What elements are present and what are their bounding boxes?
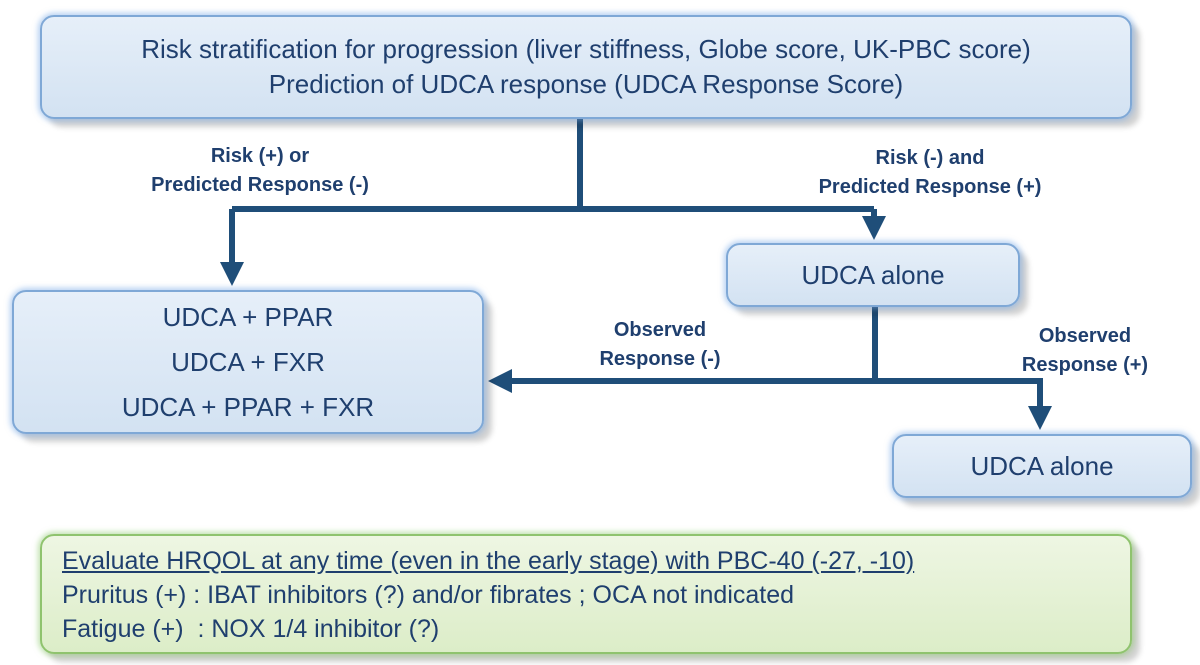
udca-alone-initial-text: UDCA alone [801, 259, 945, 290]
label-observed-positive: Observed Response (+) [985, 322, 1185, 380]
udca-alone-box-initial: UDCA alone [726, 243, 1020, 307]
hrqol-line1: Evaluate HRQOL at any time (even in the … [62, 547, 915, 575]
combination-therapy-box: UDCA + PPAR UDCA + FXR UDCA + PPAR + FXR [12, 290, 484, 434]
hrqol-line3-fatigue: Fatigue (+) : NOX 1/4 inhibitor (?) [62, 615, 440, 643]
label-observed-negative-line1: Observed [613, 319, 707, 341]
udca-alone-box-continued: UDCA alone [892, 434, 1192, 498]
label-observed-negative: Observed Response (-) [560, 316, 760, 374]
label-observed-positive-line1: Observed [1038, 325, 1132, 347]
hrqol-line2-pruritus: Pruritus (+) : IBAT inhibitors (?) and/o… [62, 581, 795, 609]
label-observed-positive-line2: Response (+) [1021, 354, 1149, 376]
combo-item-ppar-fxr: UDCA + PPAR + FXR [121, 391, 375, 422]
risk-box-line2: Prediction of UDCA response (UDCA Respon… [268, 69, 904, 99]
hrqol-evaluation-box: Evaluate HRQOL at any time (even in the … [40, 534, 1132, 654]
label-risk-negative-line2: Predicted Response (+) [818, 176, 1042, 198]
combo-item-ppar: UDCA + PPAR [162, 301, 334, 332]
combo-item-fxr: UDCA + FXR [171, 346, 325, 377]
label-risk-positive-line2: Predicted Response (-) [151, 174, 369, 196]
risk-stratification-box: Risk stratification for progression (liv… [40, 15, 1132, 119]
udca-alone-continued-text: UDCA alone [970, 450, 1114, 481]
label-risk-negative: Risk (-) and Predicted Response (+) [780, 144, 1080, 202]
label-risk-positive: Risk (+) or Predicted Response (-) [110, 142, 410, 200]
label-observed-negative-line2: Response (-) [599, 348, 721, 370]
risk-box-line1: Risk stratification for progression (liv… [141, 34, 1031, 64]
label-risk-negative-line1: Risk (-) and [875, 147, 985, 169]
label-risk-positive-line1: Risk (+) or [210, 145, 310, 167]
